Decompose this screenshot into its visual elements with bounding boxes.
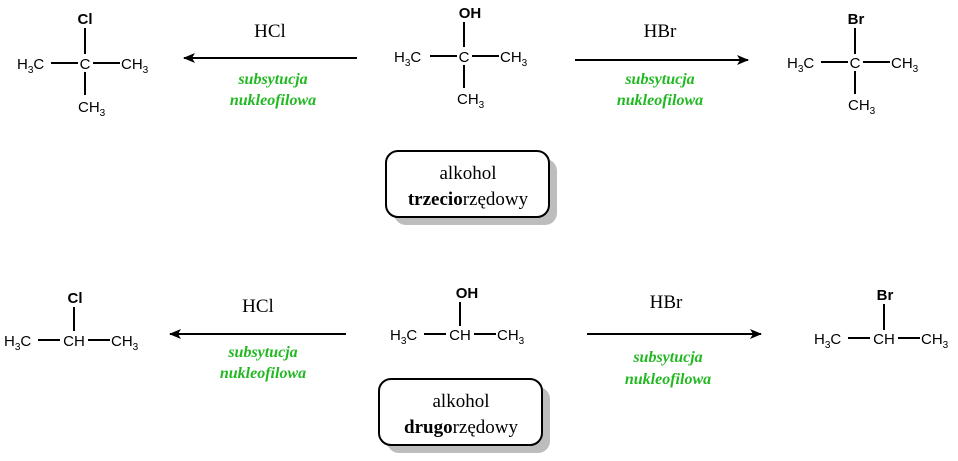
box-line2: trzeciorzędowy [408,189,529,210]
secondary-chloride-molecule: Cl H3C CH CH3 [4,290,139,353]
box-line2: drugorzędowy [404,417,518,438]
bottom-methyl-label: CH3 [78,99,106,119]
bottom-methyl-label: CH3 [848,97,876,117]
hydroxyl-group-label: OH [459,5,482,22]
reaction-type-line2: nukleofilowa [617,92,703,109]
central-carbon-label: CH [63,333,85,350]
left-methyl-label: H3C [787,55,814,75]
reaction-type-line1: subsytucja [227,344,297,361]
tertiary-hbr-arrow: HBr subsytucja nukleofilowa [575,21,749,109]
bromine-atom-label: Br [848,11,865,28]
right-methyl-label: CH3 [121,56,149,76]
tertiary-hcl-arrow: HCl subsytucja nukleofilowa [183,21,357,109]
hbr-reagent-label: HBr [644,21,677,42]
reaction-type-line2: nukleofilowa [220,365,306,382]
central-carbon-label: CH [873,331,895,348]
box-frame [385,150,550,218]
right-methyl-label: CH3 [891,55,919,75]
central-carbon-label: CH [449,327,471,344]
bottom-methyl-label: CH3 [457,91,485,111]
hbr-reagent-label: HBr [650,292,683,313]
chlorine-atom-label: Cl [68,290,83,307]
box-rest-part: rzędowy [453,417,519,438]
subscript-3: 3 [28,65,34,76]
hydroxyl-group-label: OH [456,285,479,302]
left-methyl-label: H3C [814,331,841,351]
right-methyl-label: CH3 [111,333,139,353]
right-methyl-label: CH3 [921,331,949,351]
reaction-type-line1: subsytucja [632,349,702,366]
right-methyl-label: CH3 [500,49,528,69]
reaction-type-line2: nukleofilowa [625,371,711,388]
chlorine-atom-label: Cl [78,11,93,28]
bromine-atom-label: Br [877,287,894,304]
box-line1: alkohol [433,391,490,412]
reaction-type-line2: nukleofilowa [230,92,316,109]
tertiary-alcohol-molecule: OH H3C C CH3 CH3 [394,5,528,111]
secondary-hbr-arrow: HBr subsytucja nukleofilowa [587,292,762,388]
box-rest-part: rzędowy [463,189,529,210]
hcl-reagent-label: HCl [242,296,274,317]
tertiary-chloride-molecule: Cl H3C C CH3 CH3 [17,11,149,119]
reaction-type-line1: subsytucja [237,71,307,88]
c-label: C [33,56,44,73]
right-methyl-label: CH3 [497,327,525,347]
secondary-bromide-molecule: Br H3C CH CH3 [814,287,949,351]
central-carbon-label: C [459,49,470,66]
tertiary-bromide-molecule: Br H3C C CH3 CH3 [787,11,919,117]
box-frame [378,378,543,446]
box-bold-part: drugo [404,417,453,438]
left-methyl-label: H3C [390,327,417,347]
h-label: H [17,56,28,73]
box-bold-part: trzecio [408,189,463,210]
secondary-hcl-arrow: HCl subsytucja nukleofilowa [169,296,346,382]
central-carbon-label: C [850,55,861,72]
secondary-alcohol-box: alkohol drugorzędowy [378,378,550,453]
tertiary-alcohol-box: alkohol trzeciorzędowy [385,150,557,225]
secondary-alcohol-molecule: OH H3C CH CH3 [390,285,525,347]
box-line1: alkohol [440,163,497,184]
left-methyl-label: H3C [17,56,44,76]
left-methyl-label: H3C [394,49,421,69]
central-carbon-label: C [80,56,91,73]
hcl-reagent-label: HCl [254,21,286,42]
reaction-type-line1: subsytucja [624,71,694,88]
left-methyl-label: H3C [4,333,31,353]
